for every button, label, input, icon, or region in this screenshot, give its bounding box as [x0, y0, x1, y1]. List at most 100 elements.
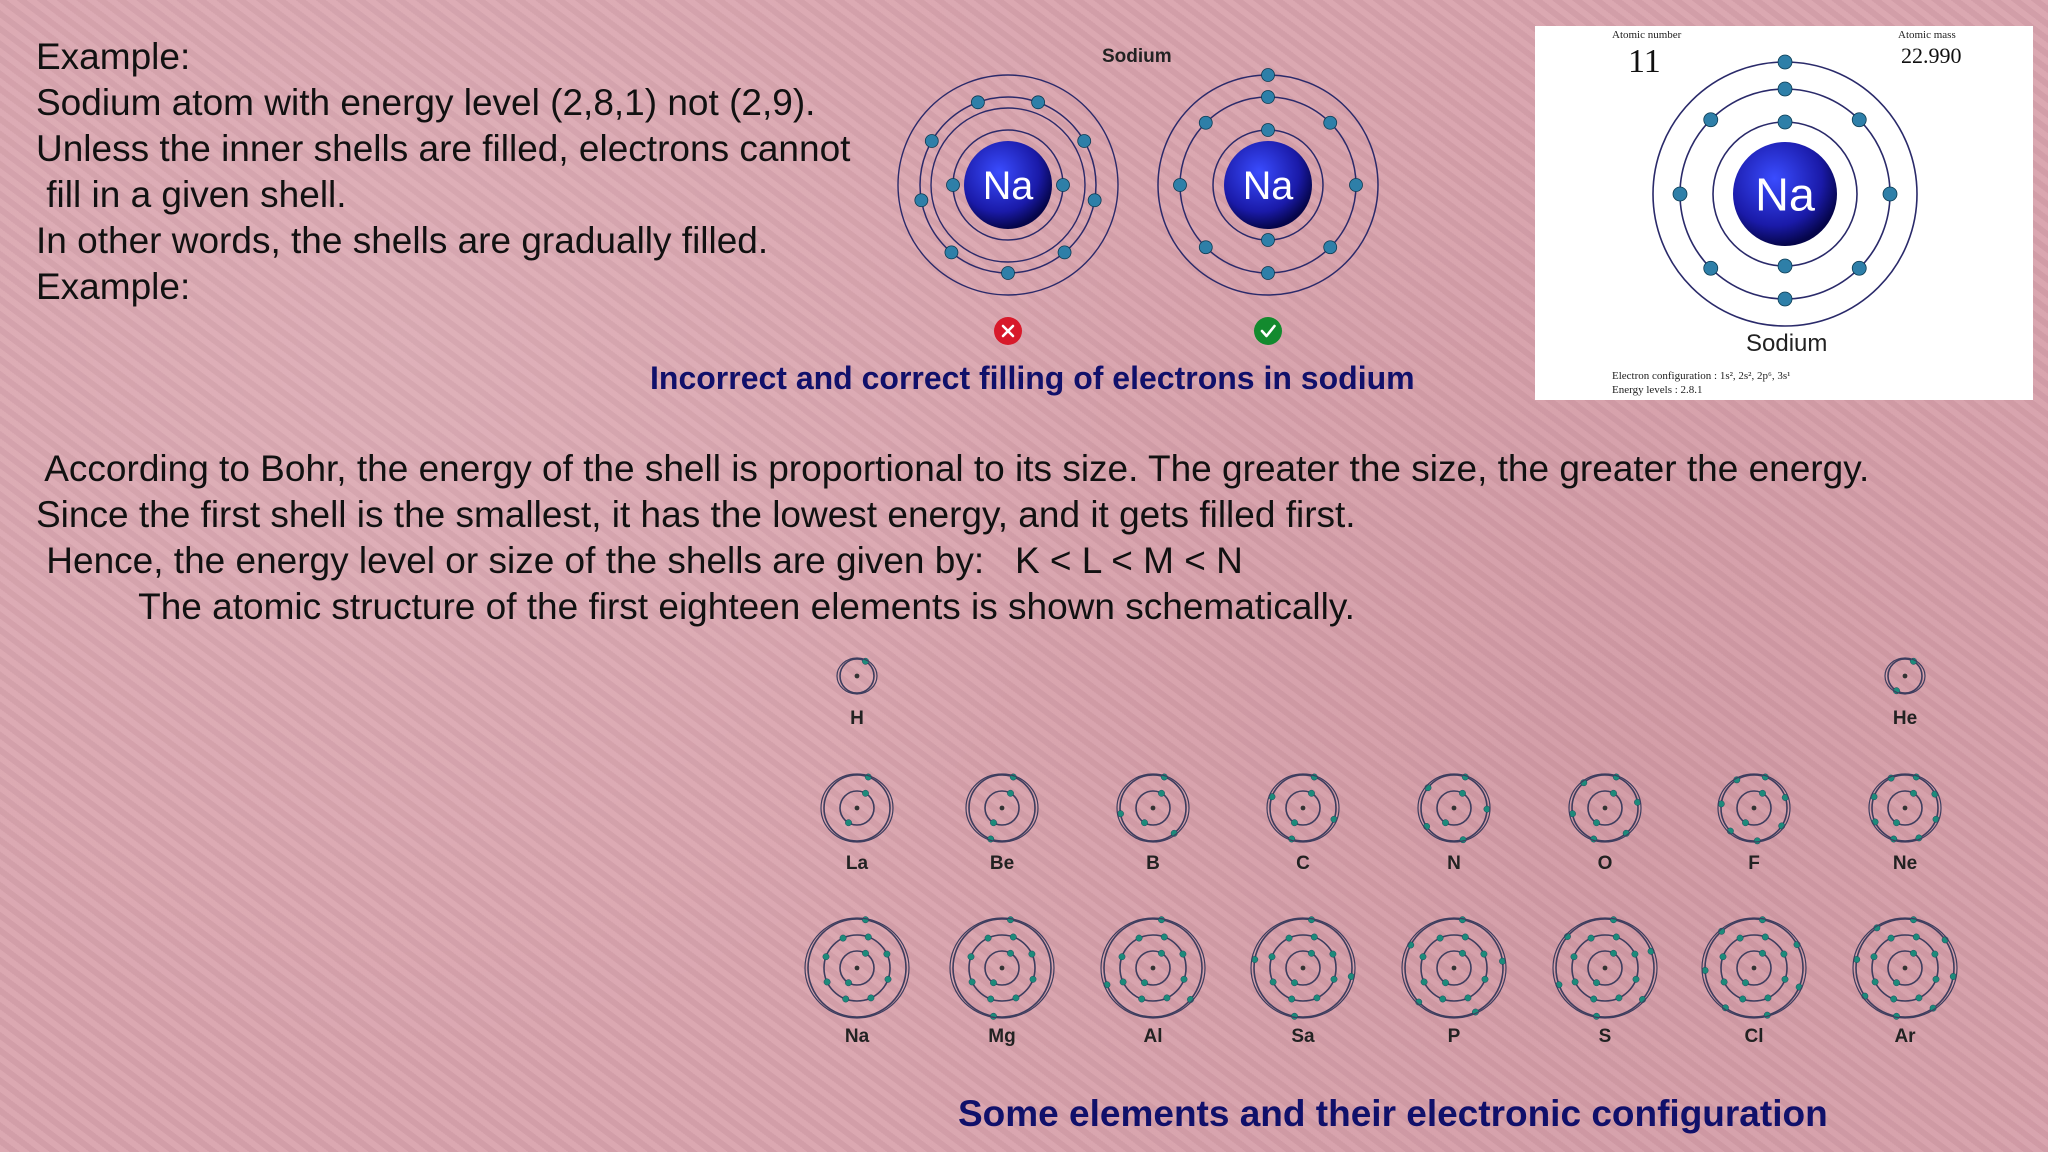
- electron: [823, 978, 831, 986]
- element-atom-ne: [1868, 773, 1942, 843]
- electron: [1135, 934, 1143, 942]
- electron: [1742, 819, 1749, 827]
- electron: [1138, 995, 1146, 1003]
- orbit-ring: [823, 934, 891, 1002]
- electron: [1571, 978, 1579, 986]
- electron: [1158, 789, 1165, 797]
- electron: [1001, 266, 1015, 280]
- orbit-ring: [1266, 773, 1340, 843]
- electron: [1480, 950, 1488, 958]
- element-atom-la: [820, 773, 894, 843]
- electron: [1483, 805, 1491, 813]
- orbit-ring: [1736, 950, 1772, 986]
- electron: [1261, 90, 1275, 104]
- orbit-ring: [1555, 918, 1655, 1018]
- orbit-ring: [965, 773, 1039, 843]
- nucleus: [1751, 805, 1757, 811]
- element-symbol: Al: [1144, 1026, 1163, 1047]
- paragraph-line: Since the first shell is the smallest, i…: [36, 494, 1356, 535]
- electron: [822, 953, 830, 961]
- nucleus: [964, 141, 1052, 229]
- electron: [1764, 994, 1772, 1002]
- electron: [1912, 933, 1920, 941]
- element-name: Sodium: [1746, 330, 1828, 357]
- orbit-ring: [839, 790, 875, 826]
- electron: [1323, 115, 1338, 130]
- electron: [1887, 934, 1895, 942]
- orbit-ring: [807, 918, 907, 1018]
- orbit-ring: [968, 934, 1036, 1002]
- electron: [1420, 978, 1428, 986]
- element-atom-n: [1417, 773, 1491, 844]
- electron: [884, 975, 892, 983]
- electron: [1285, 934, 1293, 942]
- electron: [967, 953, 975, 961]
- electron: [1141, 819, 1148, 827]
- electron: [1777, 114, 1793, 130]
- correct-sodium-atom: Na: [1157, 68, 1379, 296]
- electron: [1158, 916, 1165, 924]
- orbit-ring: [1100, 917, 1206, 1019]
- nucleus: [1150, 805, 1156, 811]
- orbit-ring: [1401, 917, 1507, 1019]
- electron: [1031, 95, 1045, 110]
- electron: [924, 134, 939, 148]
- element-symbol: C: [1296, 853, 1310, 874]
- electron: [1759, 949, 1766, 957]
- orbit-ring: [1250, 917, 1356, 1019]
- card-sodium-atom: Na: [1652, 54, 1918, 327]
- element-atom-na: [804, 916, 910, 1019]
- element-symbol: Ar: [1894, 1026, 1916, 1047]
- orbit-ring: [1417, 773, 1491, 843]
- orbit-ring: [984, 950, 1020, 986]
- electron: [883, 950, 891, 958]
- electron: [1612, 933, 1620, 941]
- electron: [1269, 978, 1277, 986]
- electron: [1198, 115, 1213, 130]
- element-atom-c: [1266, 773, 1340, 843]
- intro-line: Example:: [36, 36, 191, 77]
- bohr-paragraph: According to Bohr, the energy of the she…: [36, 446, 1869, 630]
- orbit-ring: [1135, 950, 1171, 986]
- orbit-ring: [1587, 950, 1623, 986]
- electron: [944, 245, 959, 260]
- electron: [1870, 953, 1878, 961]
- paragraph-line: According to Bohr, the energy of the she…: [36, 448, 1870, 489]
- element-atom-sa: [1250, 916, 1356, 1020]
- sodium-atom-model: Na: [1652, 54, 1918, 327]
- orbit-ring: [823, 774, 891, 842]
- orbit-ring: [1269, 934, 1337, 1002]
- orbit-ring: [897, 74, 1119, 296]
- orbit-ring: [1887, 790, 1923, 826]
- electron: [1736, 934, 1744, 942]
- electron: [1028, 950, 1036, 958]
- electron: [1593, 1012, 1600, 1020]
- energy-levels: Energy levels : 2.8.1: [1612, 384, 1703, 396]
- electron: [1173, 178, 1187, 192]
- electron: [1291, 819, 1298, 827]
- orbit-ring: [1852, 917, 1958, 1019]
- electron: [1436, 934, 1444, 942]
- orbit-ring: [836, 657, 878, 695]
- electron: [1459, 789, 1466, 797]
- electron: [1893, 979, 1900, 987]
- electron: [1610, 916, 1617, 924]
- orbit-ring: [1868, 773, 1942, 843]
- electron: [1778, 822, 1786, 830]
- electron: [990, 1012, 997, 1020]
- atomic-number: 11: [1628, 43, 1661, 80]
- electron: [1198, 240, 1213, 255]
- element-atom-ar: [1852, 916, 1958, 1020]
- electron: [1910, 789, 1917, 797]
- orbit-ring: [1871, 774, 1939, 842]
- electron: [1720, 978, 1728, 986]
- intro-line: Sodium atom with energy level (2,8,1) no…: [36, 82, 816, 123]
- element-symbol: H: [850, 708, 864, 729]
- orbit-ring: [839, 950, 875, 986]
- electron: [1461, 933, 1469, 941]
- electron: [1587, 934, 1595, 942]
- orbit-ring: [1253, 918, 1353, 1018]
- electron: [1291, 1012, 1298, 1020]
- element-symbol: Ne: [1893, 853, 1917, 874]
- intro-line: fill in a given shell.: [36, 174, 347, 215]
